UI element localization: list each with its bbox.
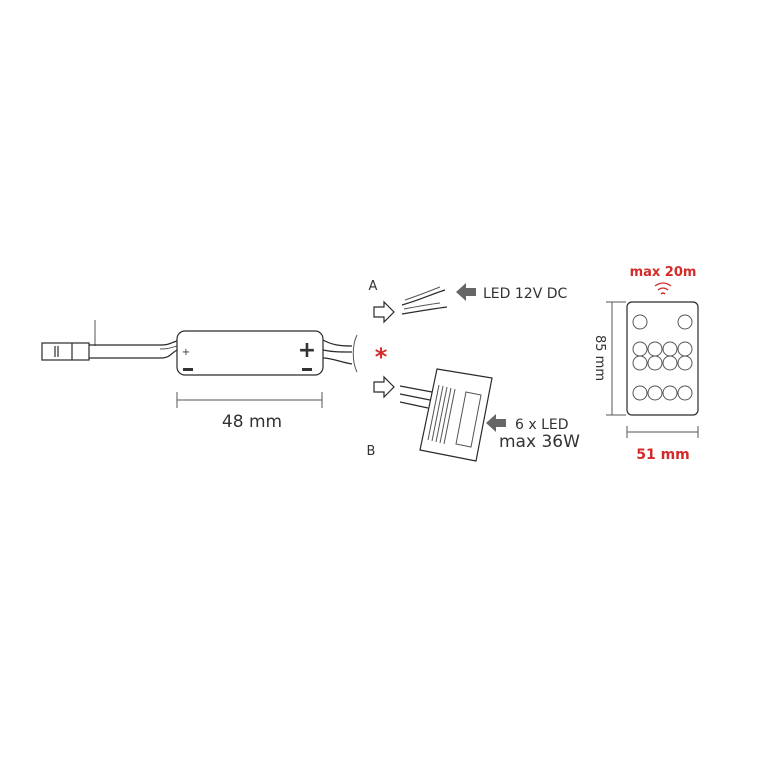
hollow-arrow-a-icon (373, 300, 395, 324)
wireless-signal-icon (654, 282, 672, 295)
plus-label: + (298, 338, 316, 363)
remote-width-label: 51 mm (636, 447, 690, 463)
minus-mark-left (183, 368, 193, 371)
minus-mark-right (302, 368, 312, 371)
option-a-label: A (369, 279, 378, 294)
hollow-arrow-b-icon (373, 375, 395, 399)
controller-width-dimension: 48 mm (176, 392, 323, 432)
option-b-label: B (367, 444, 376, 459)
controller-box: + + (176, 330, 324, 376)
cable-break-mark (352, 334, 358, 373)
plus-small-label: + (182, 347, 190, 358)
remote-width-dimension: 51 mm (626, 426, 699, 463)
led-strip-wires (401, 286, 448, 315)
input-cable (89, 340, 178, 359)
plug-connector (41, 320, 96, 361)
led-distributor-box (419, 368, 493, 462)
asterisk-mark: * (375, 343, 388, 371)
remote-height-dimension: 85 mm (592, 301, 626, 416)
option-a-output-label: LED 12V DC (483, 286, 567, 302)
controller-width-label: 48 mm (222, 412, 282, 432)
output-cable (322, 334, 358, 373)
grey-arrow-a-icon (456, 283, 476, 301)
distributor-wires (399, 385, 433, 409)
remote-height-label: 85 mm (592, 335, 607, 381)
option-b-output-line1: 6 x LED (515, 417, 569, 433)
remote-control (626, 301, 699, 416)
grey-arrow-b-icon (486, 414, 506, 432)
remote-range-label: max 20m (630, 265, 697, 280)
option-b-output-line2: max 36W (499, 432, 580, 452)
